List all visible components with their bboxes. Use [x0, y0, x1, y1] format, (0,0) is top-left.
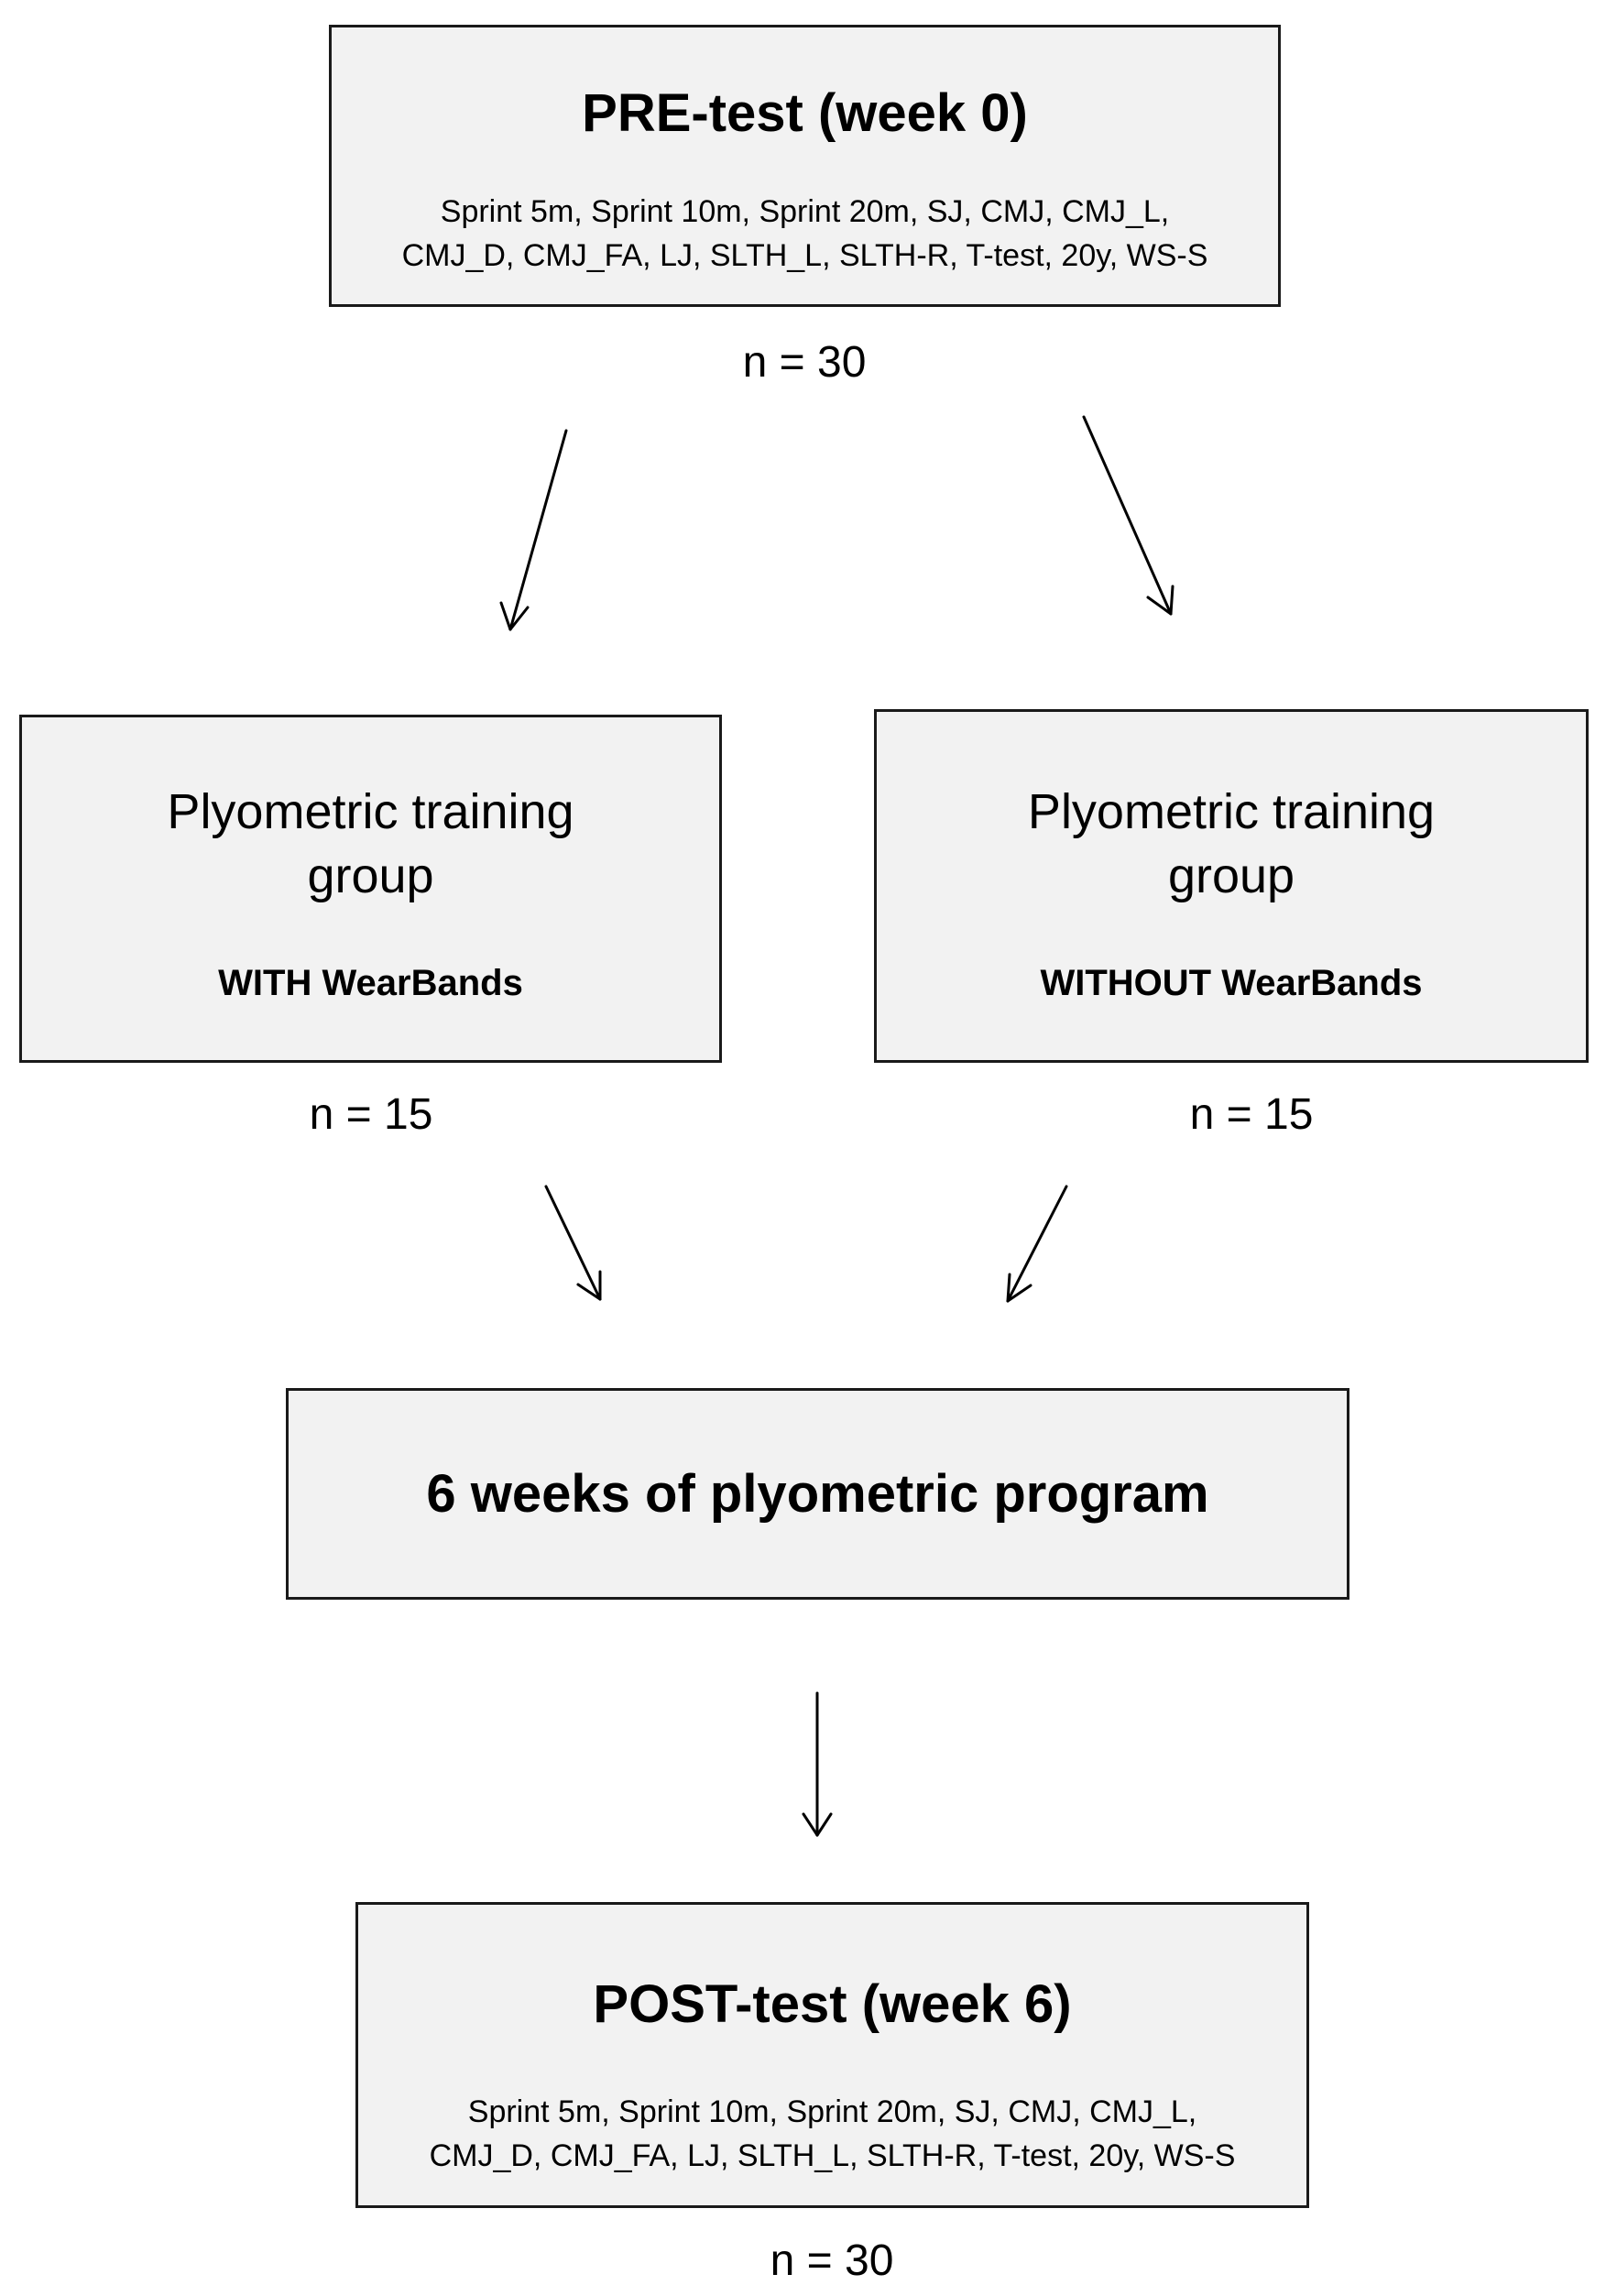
group-without-wearbands-condition: WITHOUT WearBands — [1040, 963, 1423, 1003]
group-with-wearbands-title-line-2: group — [307, 848, 434, 903]
arrow-program-to-post — [802, 1691, 833, 1837]
group-with-wearbands-title-line-1: Plyometric training — [167, 784, 574, 839]
pre-test-title: PRE-test (week 0) — [582, 83, 1028, 143]
pre-test-measures-line-1: Sprint 5m, Sprint 10m, Sprint 20m, SJ, C… — [440, 194, 1170, 229]
post-test-title: POST-test (week 6) — [593, 1974, 1072, 2034]
post-test-measures-line-1: Sprint 5m, Sprint 10m, Sprint 20m, SJ, C… — [467, 2094, 1197, 2129]
arrow-without-group-to-program — [1006, 1185, 1068, 1303]
program-box: 6 weeks of plyometric program — [286, 1388, 1349, 1600]
group-with-wearbands-condition: WITH WearBands — [218, 963, 523, 1003]
group-with-wearbands-sample-size: n = 15 — [309, 1090, 433, 1139]
group-without-wearbands-title: Plyometric training group — [877, 780, 1586, 908]
pre-test-sample-size: n = 30 — [742, 338, 867, 387]
arrow-pre-to-without-group — [1082, 415, 1174, 616]
pre-test-measures: Sprint 5m, Sprint 10m, Sprint 20m, SJ, C… — [332, 190, 1278, 278]
group-without-wearbands-title-line-1: Plyometric training — [1027, 784, 1436, 839]
post-test-measures-line-2: CMJ_D, CMJ_FA, LJ, SLTH_L, SLTH-R, T-tes… — [429, 2138, 1236, 2173]
arrow-pre-to-with-group — [499, 429, 568, 631]
post-test-box: POST-test (week 6) Sprint 5m, Sprint 10m… — [355, 1902, 1309, 2208]
pre-test-measures-line-2: CMJ_D, CMJ_FA, LJ, SLTH_L, SLTH-R, T-tes… — [401, 238, 1208, 273]
arrow-with-group-to-program — [544, 1185, 602, 1301]
program-title: 6 weeks of plyometric program — [426, 1464, 1209, 1524]
group-without-wearbands-sample-size: n = 15 — [1189, 1090, 1314, 1139]
post-test-sample-size: n = 30 — [770, 2236, 894, 2285]
post-test-measures: Sprint 5m, Sprint 10m, Sprint 20m, SJ, C… — [358, 2090, 1306, 2178]
group-without-wearbands-box: Plyometric training group WITHOUT WearBa… — [874, 709, 1589, 1063]
group-with-wearbands-title: Plyometric training group — [22, 780, 719, 908]
group-without-wearbands-title-line-2: group — [1167, 848, 1295, 903]
pre-test-box: PRE-test (week 0) Sprint 5m, Sprint 10m,… — [329, 25, 1281, 307]
group-with-wearbands-box: Plyometric training group WITH WearBands — [19, 715, 722, 1063]
